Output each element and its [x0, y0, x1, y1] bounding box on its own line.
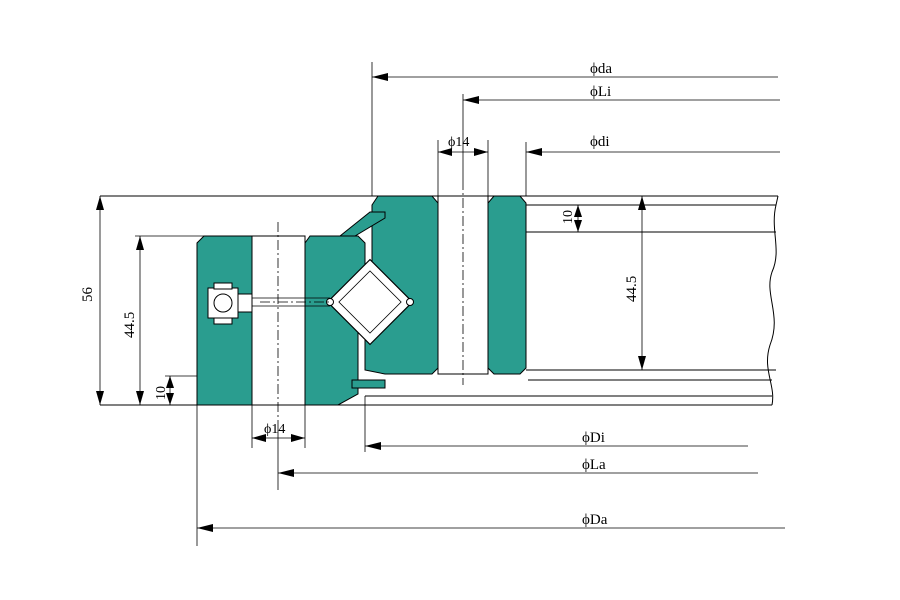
- label-hole-top: ϕ14: [448, 135, 469, 150]
- dimension-offset-bottom: 10: [154, 375, 197, 405]
- label-height-outer: 44.5: [122, 312, 138, 338]
- dimension-hole-bottom: ϕ14: [251, 405, 306, 448]
- label-offset-bottom: 10: [154, 386, 169, 400]
- label-di: ϕdi: [590, 134, 610, 150]
- outer-ring: [196, 235, 366, 406]
- dimension-Di: ϕDi: [364, 396, 748, 452]
- dimension-da: ϕda: [371, 61, 778, 196]
- dimension-li: ϕLi: [462, 84, 780, 180]
- dimension-height-outer: 44.5: [122, 235, 204, 405]
- dimension-di: ϕdi: [525, 134, 780, 196]
- seals: [338, 211, 386, 389]
- dimension-height-total: 56: [80, 196, 104, 405]
- dimension-La: ϕLa: [277, 420, 758, 490]
- label-height-inner: 44.5: [624, 276, 640, 302]
- label-height-total: 56: [80, 287, 96, 303]
- label-da: ϕda: [590, 61, 612, 77]
- label-offset-top: 10: [561, 210, 576, 224]
- label-Da: ϕDa: [582, 512, 608, 528]
- grease-nipple: [207, 282, 330, 325]
- hole-centerlines: [277, 180, 464, 420]
- dimension-hole-top: ϕ14: [437, 135, 489, 196]
- label-hole-bottom: ϕ14: [264, 422, 285, 437]
- label-Di: ϕDi: [582, 430, 605, 446]
- dimension-height-inner: 44.5: [624, 196, 646, 370]
- label-La: ϕLa: [582, 457, 606, 473]
- dimension-Da: ϕDa: [196, 405, 785, 546]
- dimension-offset-top: 10: [561, 205, 582, 232]
- cross-roller: [326, 258, 414, 346]
- label-li: ϕLi: [590, 84, 611, 100]
